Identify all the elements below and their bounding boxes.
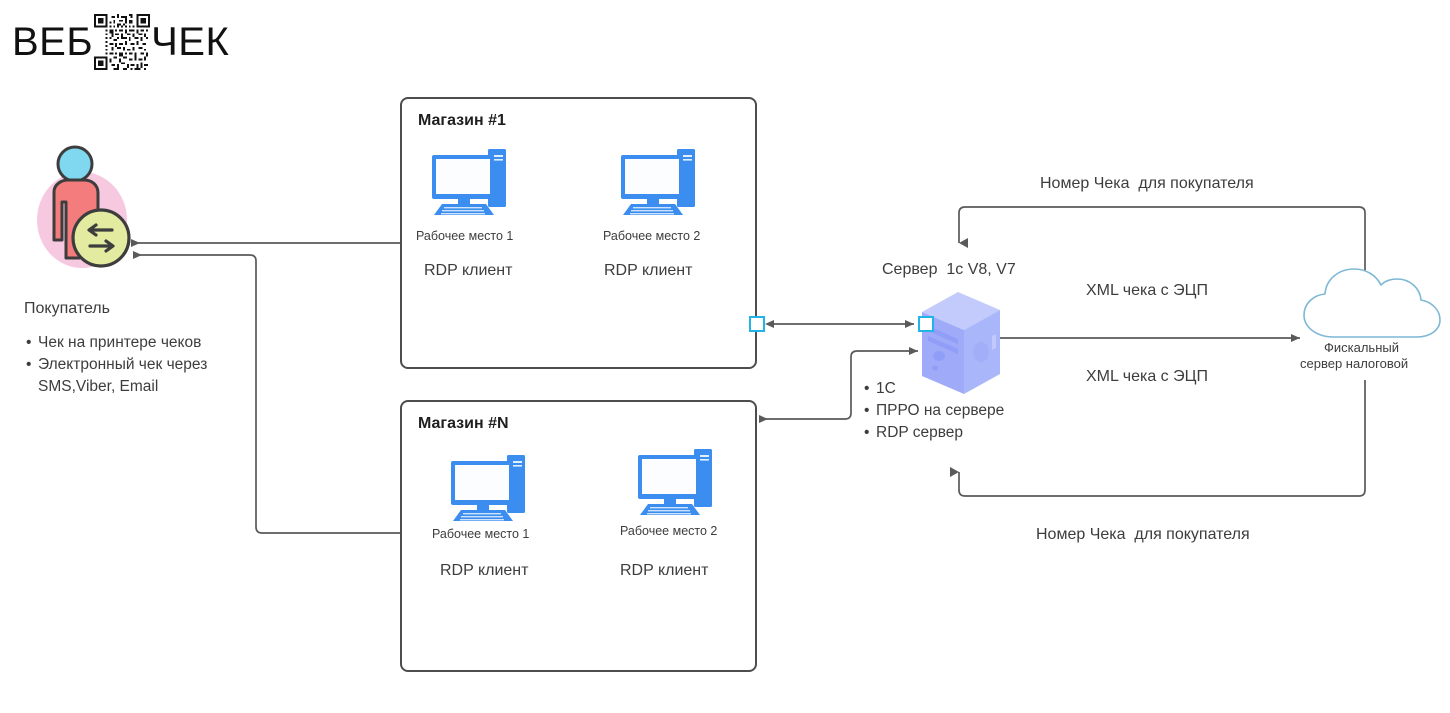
store-1-ws-1-name: Рабочее место 2 — [603, 229, 701, 243]
store-1-title: Магазин #1 — [418, 112, 506, 129]
server-bullet-1: ПРРО на сервере — [862, 400, 1062, 422]
desktop-computer-icon — [638, 449, 712, 515]
store-1-ws-0-name: Рабочее место 1 — [416, 229, 514, 243]
brand-logo: ВЕБ — [12, 14, 229, 70]
server-bullet-0: 1С — [862, 378, 1062, 400]
store-n-title: Магазин #N — [418, 415, 509, 432]
store-n-ws-1-role: RDP клиент — [620, 562, 709, 579]
desktop-computer-icon — [621, 149, 695, 215]
flow-label-receipt-number-top: Номер Чека для покупателя — [1040, 175, 1254, 192]
link-cloud-to-server-top — [958, 206, 1366, 300]
logo-text-left: ВЕБ — [12, 20, 94, 64]
customer-bullet-0: Чек на принтере чеков — [24, 332, 209, 354]
link-cloud-to-server-bottom — [950, 380, 1366, 497]
store-1-ws-1-role: RDP клиент — [604, 262, 693, 279]
exchange-arrows-icon — [71, 208, 131, 268]
flow-label-xml-top: XML чека с ЭЦП — [1086, 282, 1208, 299]
server-bullet-2: RDP сервер — [862, 422, 1062, 444]
server-tower-icon — [922, 292, 1000, 394]
fiscal-cloud-label-line2: сервер налоговой — [1300, 356, 1409, 371]
customer-bullet-list: Чек на принтере чеков Электронный чек че… — [24, 332, 209, 398]
logo-text-right: ЧЕК — [151, 20, 230, 64]
store-n-ws-0-role: RDP клиент — [440, 562, 529, 579]
server-network-connector[interactable] — [918, 316, 934, 332]
server-title: Сервер 1с V8, V7 — [882, 261, 1016, 278]
customer-title: Покупатель — [24, 300, 110, 317]
cloud-icon — [1303, 268, 1441, 338]
fiscal-cloud-label-line1: Фискальный — [1324, 340, 1399, 355]
store-box-1 — [400, 97, 757, 369]
qr-code-icon — [94, 14, 151, 70]
store-box-n — [400, 400, 757, 672]
store-n-ws-0-name: Рабочее место 1 — [432, 527, 530, 541]
store-1-ws-0-role: RDP клиент — [424, 262, 513, 279]
server-bullet-list: 1С ПРРО на сервере RDP сервер — [862, 378, 1062, 444]
store-1-network-connector[interactable] — [749, 316, 765, 332]
flow-label-xml-bottom: XML чека с ЭЦП — [1086, 368, 1208, 385]
store-n-ws-1-name: Рабочее место 2 — [620, 524, 718, 538]
customer-bullet-1: Электронный чек через SMS,Viber, Email — [24, 354, 209, 398]
flow-label-receipt-number-bottom: Номер Чека для покупателя — [1036, 526, 1250, 543]
link-storeN-to-customer — [133, 251, 400, 534]
desktop-computer-icon — [451, 455, 525, 521]
desktop-computer-icon — [432, 149, 506, 215]
link-server-to-storeN — [759, 347, 918, 423]
